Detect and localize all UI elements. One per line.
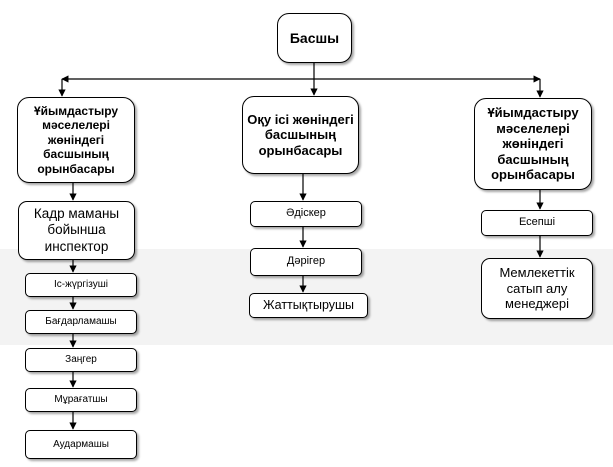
translator-label: Аудармашы — [53, 438, 109, 450]
head-box: Басшы — [277, 13, 352, 63]
procurement-manager-label: Мемлекеттік сатып алу менеджері — [499, 265, 575, 312]
deputy-organizational-right-label: Ұйымдастыру мәселелері жөніндегі басшыны… — [487, 105, 579, 183]
hr-inspector-box: Кадр маманы бойынша инспектор — [18, 201, 135, 260]
deputy-organizational-left: Ұйымдастыру мәселелері жөніндегі басшыны… — [17, 97, 135, 183]
programmer-label: Бағдарламашы — [45, 316, 117, 327]
doctor-box: Дәрігер — [250, 248, 362, 276]
trainer-box: Жаттықтырушы — [249, 293, 368, 318]
clerk-label: Іс-жүргізуші — [54, 279, 108, 290]
methodologist-box: Әдіскер — [250, 201, 362, 227]
hr-inspector-label: Кадр маманы бойынша инспектор — [33, 206, 120, 254]
deputy-academic-label: Оқу ісі жөніндегі басшының орынбасары — [247, 111, 354, 158]
accountant-label: Есепші — [518, 216, 556, 229]
deputy-academic: Оқу ісі жөніндегі басшының орынбасары — [242, 96, 359, 174]
programmer-box: Бағдарламашы — [25, 310, 137, 334]
head-label: Басшы — [289, 29, 340, 46]
trainer-label: Жаттықтырушы — [262, 298, 355, 312]
archivist-box: Мұрағатшы — [25, 388, 137, 412]
archivist-label: Мұрағатшы — [54, 394, 108, 405]
procurement-manager-box: Мемлекеттік сатып алу менеджері — [481, 258, 593, 319]
translator-box: Аудармашы — [25, 430, 137, 459]
doctor-label: Дәрігер — [286, 255, 326, 268]
clerk-box: Іс-жүргізуші — [25, 273, 137, 297]
deputy-organizational-left-label: Ұйымдастыру мәселелері жөніндегі басшыны… — [33, 104, 119, 176]
methodologist-label: Әдіскер — [286, 207, 326, 220]
deputy-organizational-right: Ұйымдастыру мәселелері жөніндегі басшыны… — [474, 98, 592, 190]
lawyer-box: Заңгер — [25, 348, 137, 372]
accountant-box: Есепші — [481, 210, 593, 236]
lawyer-label: Заңгер — [65, 354, 97, 365]
